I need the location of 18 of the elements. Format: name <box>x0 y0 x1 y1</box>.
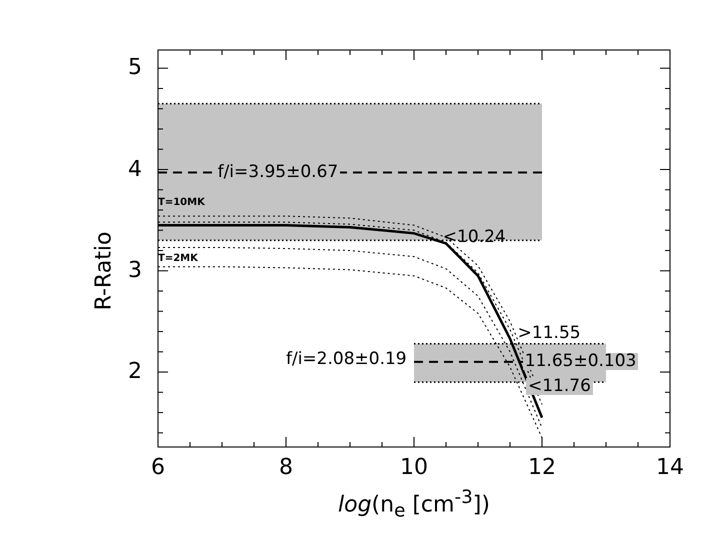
tick-label: 10 <box>400 457 428 479</box>
annotation-text: >11.55 <box>518 325 581 342</box>
axis-title: R-Ratio <box>92 231 115 310</box>
tick-label: 5 <box>128 57 142 80</box>
tick-label: 2 <box>128 361 142 384</box>
tick-label: 8 <box>279 457 293 479</box>
annotation-text: f/i=3.95±0.67 <box>216 164 340 182</box>
tick-label: 14 <box>656 457 684 479</box>
annotation-text: T=2MK <box>158 254 198 264</box>
annotation-text: 11.65±0.103 <box>522 353 638 370</box>
annotation-text: T=10MK <box>158 198 205 208</box>
axis-title: log(n$_{e}$ [cm$^{-3}$]) <box>338 489 490 522</box>
tick-label: 4 <box>128 158 142 180</box>
tick-label: 6 <box>151 457 165 479</box>
tick-label: 12 <box>528 457 556 479</box>
annotation-text: <11.76 <box>526 378 593 395</box>
annotation-text: f/i=2.08±0.19 <box>286 351 407 368</box>
tick-label: 3 <box>128 260 142 282</box>
